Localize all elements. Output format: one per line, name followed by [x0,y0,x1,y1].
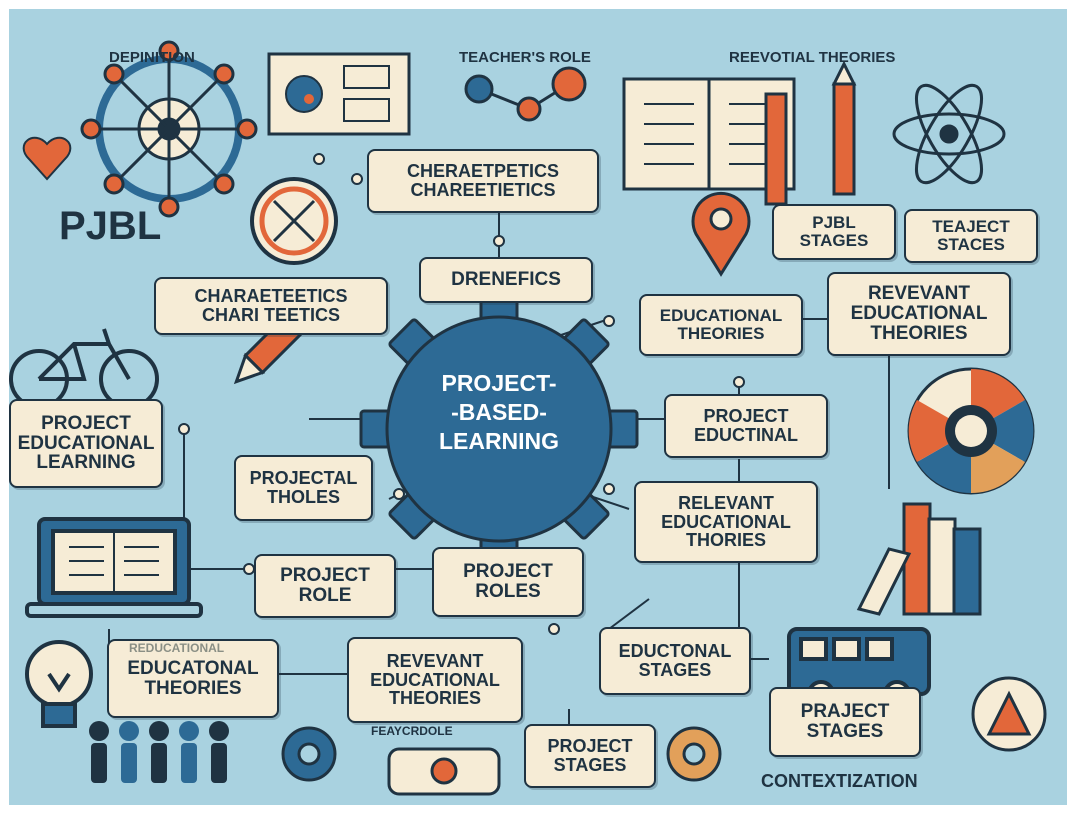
center-topic: PROJECT- -BASED- LEARNING [438,370,560,454]
teacher-roles-small-label: FEAYCRDOLE [371,724,453,738]
contextization-label: CONTEXTIZATION [761,771,918,791]
definition-label: DEPINITION [109,49,195,66]
relevant-theories-box-bottom: REVEVANT EDUCATIONAL THEORIES [347,637,523,723]
project-role-box: PROJECT ROLE [254,554,396,618]
project-educational-learning-box: PROJECT EDUCATIONAL LEARNING [9,399,163,488]
educatonal-theories-box: EDUCATONAL THEORIES [107,639,279,718]
educational-stages-box: EDUCTONAL STAGES [599,627,751,695]
relevant-theories-box-top: REVEVANT EDUCATIONAL THEORIES [827,272,1011,356]
project-educational-box-mid: PROJECT EDUCTINAL [664,394,828,458]
teaject-stages-box: TEAJECT STACES [904,209,1038,263]
benefits-box: DRENEFICS [419,257,593,303]
connector-lines [9,40,1047,796]
theories-header-label: REEVOTIAL THEORIES [729,49,896,66]
characteristics-box-left: CHARAETEETICS CHARI TEETICS [154,277,388,335]
pjbl-stages-box: PJBL STAGES [772,204,896,260]
pjbl-logo: PJBL [59,204,162,248]
characteristics-box-top: CHERAETPETICS CHAREETIETICS [367,149,599,213]
relevant-theories-box-mid: RELEVANT EDUCATIONAL THORIES [634,481,818,563]
faded-educational-label: REDUCATIONAL [129,641,225,655]
project-roles-box: PROJECT ROLES [432,547,584,617]
projectal-roles-box: PROJECTAL THOLES [234,455,373,521]
mind-map-canvas: DEPINITION TEACHER'S ROLE REEVOTIAL THEO… [9,9,1067,805]
praject-stages-box: PRAJECT STAGES [769,687,921,757]
teachers-role-label: TEACHER'S ROLE [459,49,591,66]
educational-theories-box-right: EDUCATIONAL THEORIES [639,294,803,356]
project-stages-box: PROJECT STAGES [524,724,656,788]
